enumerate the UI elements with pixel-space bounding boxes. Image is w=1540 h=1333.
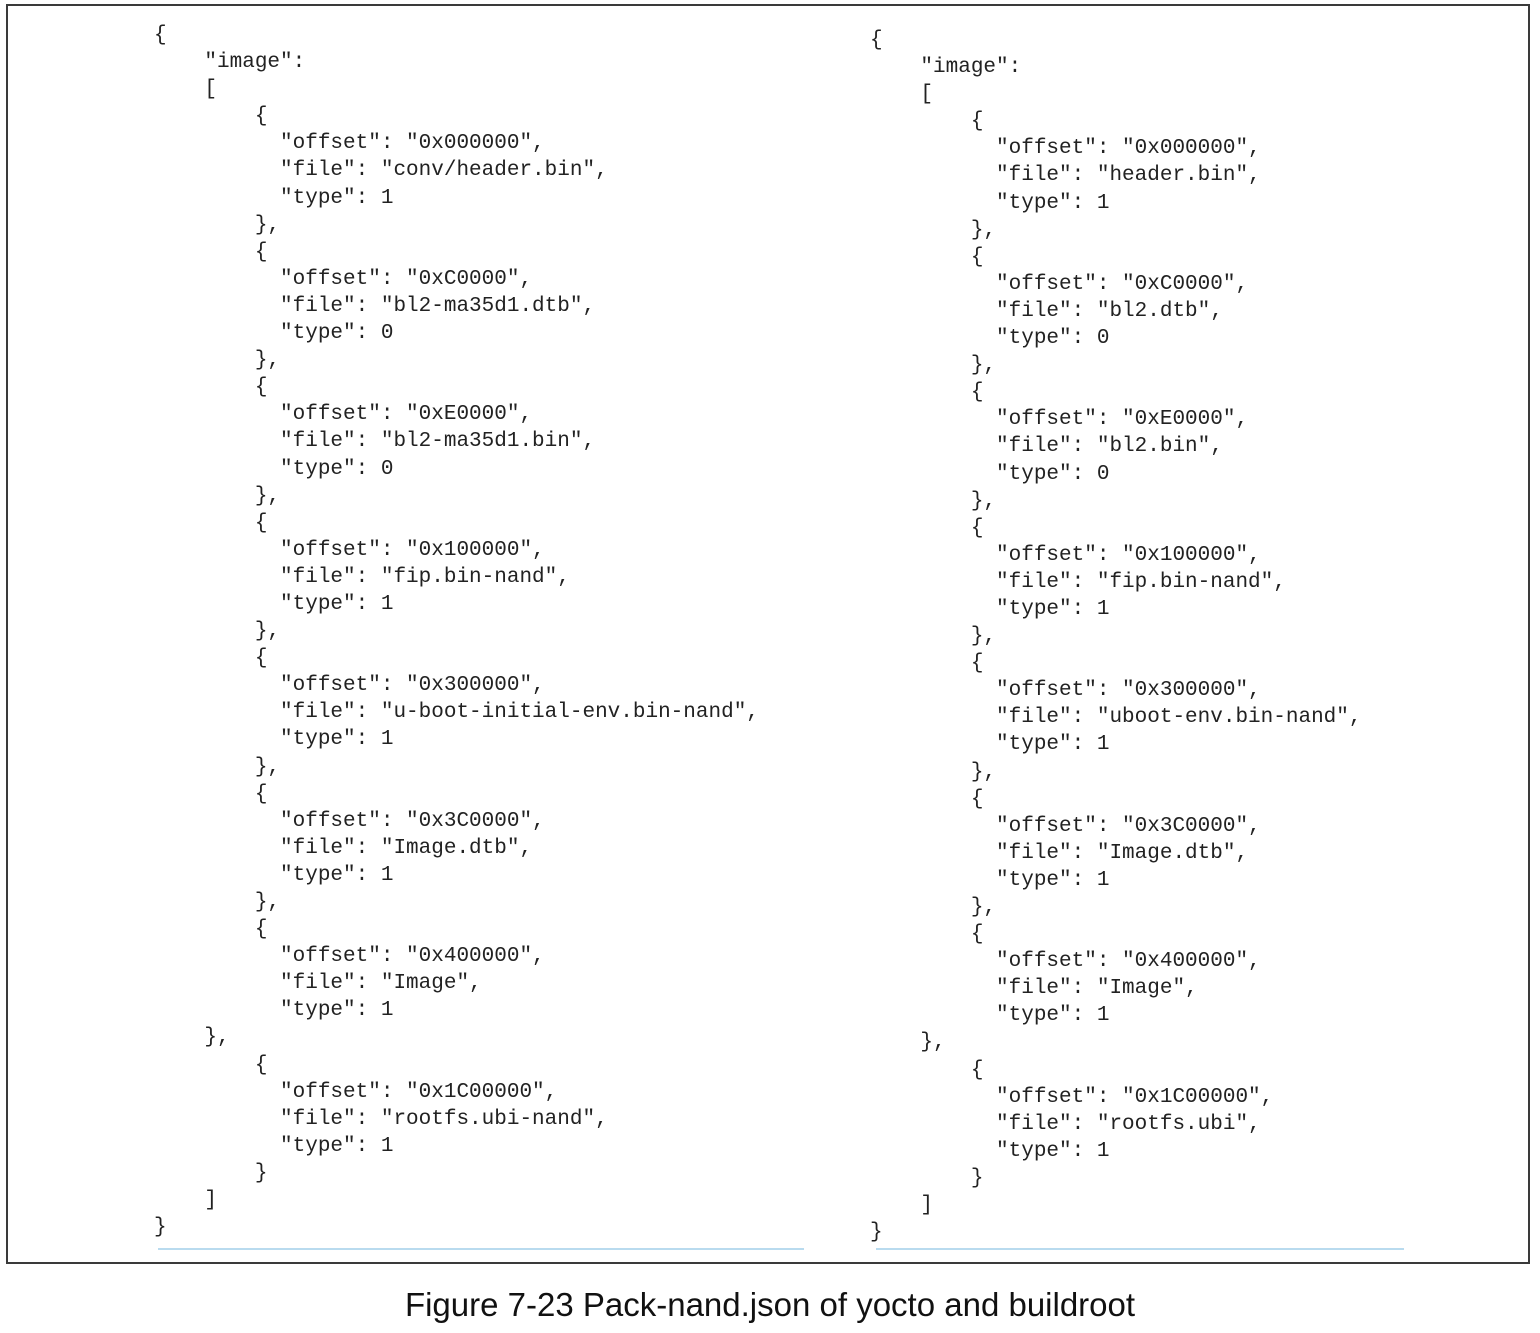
figure-frame: { "image": [ { "offset": "0x000000", "fi…	[6, 4, 1530, 1264]
right-underline	[876, 1248, 1404, 1250]
code-block-yocto: { "image": [ { "offset": "0x000000", "fi…	[154, 24, 759, 1240]
figure-caption: Figure 7-23 Pack-nand.json of yocto and …	[404, 1286, 1136, 1323]
left-underline	[158, 1248, 804, 1250]
code-block-buildroot: { "image": [ { "offset": "0x000000", "fi…	[870, 29, 1362, 1245]
